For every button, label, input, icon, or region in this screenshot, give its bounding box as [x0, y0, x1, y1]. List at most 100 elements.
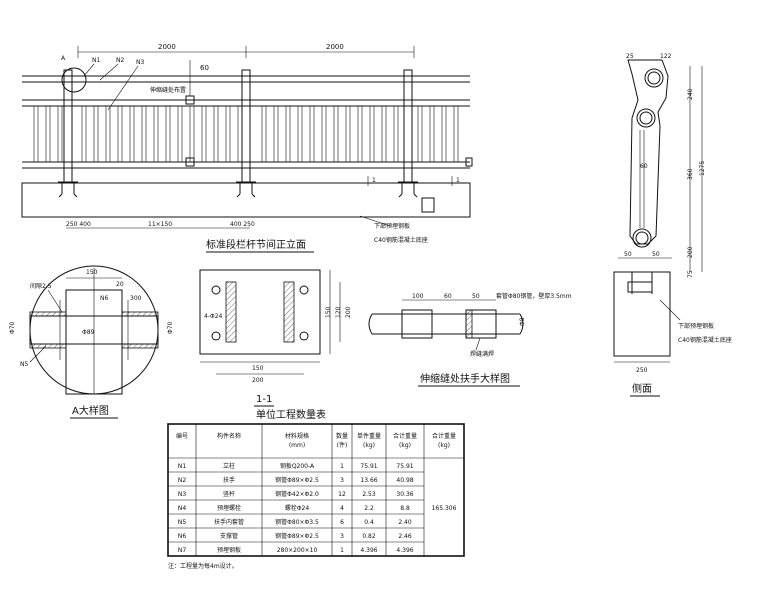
table-cell: N4 [178, 505, 186, 512]
table-cell: 280×200×10 [277, 547, 318, 554]
baluster [57, 105, 63, 163]
detail-a-title: A大样图 [72, 404, 109, 417]
side-dim-25: 25 [626, 53, 634, 60]
baluster [141, 105, 147, 163]
table-cell: 2.53 [362, 491, 376, 498]
note-plate: 下部预埋钢板 [374, 222, 410, 230]
table-header-cell: (mm) [289, 442, 305, 449]
table-cell: 4 [340, 505, 344, 512]
dim-bottom-mid: 11×150 [148, 221, 172, 228]
baluster [81, 105, 87, 163]
baluster [381, 105, 387, 163]
table-cell: 支撑管 [220, 532, 238, 540]
baluster [165, 105, 171, 163]
table-cell: 4.396 [396, 547, 413, 554]
baluster [201, 105, 207, 163]
table-cell: 螺栓Φ24 [285, 504, 310, 512]
baluster [357, 105, 363, 163]
table-cell: 竖杆 [223, 490, 235, 498]
table-cell: N3 [178, 491, 186, 498]
front-view: 2000 2000 60 伸缩缝处布置 A N1 [21, 43, 473, 253]
table-cell: 30.36 [396, 491, 413, 498]
detail-a-n6: N6 [100, 295, 108, 302]
baluster [45, 105, 51, 163]
expansion-detail: 100 60 50 套管Φ80钢管，壁厚3.5mm 焊缝满焊 Φ8 伸缩缝处扶手… [368, 292, 572, 387]
label-a: A [61, 55, 66, 62]
table-cell: 1 [340, 547, 344, 554]
table-cell: 钢管Φ80×Φ3.5 [275, 518, 319, 526]
table-cell: 0.82 [362, 533, 376, 540]
table-header-cell: 数量 [336, 432, 348, 440]
table-header-cell: (kg) [363, 442, 375, 449]
baluster [345, 105, 351, 163]
table-cell: 12 [338, 491, 346, 498]
detail-a-note-gap: 间隙2.5 [30, 282, 52, 290]
exp-dim-50: 50 [472, 293, 480, 300]
dim-2000-right: 2000 [326, 43, 344, 51]
baluster [33, 105, 39, 163]
section-1-1: 4-Φ24 150 200 150 120 200 1-1 [199, 269, 352, 407]
side-post-outline [627, 59, 669, 245]
baluster [441, 105, 447, 163]
table-header-cell: 合计重量 [393, 432, 417, 440]
baluster [93, 105, 99, 163]
table-cell: N6 [178, 533, 186, 540]
table-header-cell: 构件名称 [217, 432, 241, 440]
dim-bottom-right: 400 250 [230, 221, 255, 228]
baluster [177, 105, 183, 163]
table-header-cell: 编号 [176, 432, 188, 440]
section-dim-200v: 200 [345, 306, 352, 318]
exp-dim-60: 60 [444, 293, 452, 300]
table-cell: 2.46 [398, 533, 412, 540]
baluster [369, 105, 375, 163]
detail-a-phi70-right: Φ70 [167, 321, 174, 334]
balusters [33, 105, 459, 163]
side-dim-240: 240 [687, 88, 694, 100]
baluster [393, 105, 399, 163]
exp-note-weld: 焊缝满焊 [470, 350, 494, 358]
label-60: 60 [200, 64, 209, 72]
baluster [189, 105, 195, 163]
post-right [403, 69, 413, 183]
table-cell: 钢板Q200-A [280, 462, 315, 470]
baluster [453, 105, 459, 163]
exp-note-pipe: 套管Φ80钢管，壁厚3.5mm [496, 292, 572, 300]
baluster [237, 105, 243, 163]
detail-a-n5: N5 [20, 361, 28, 368]
baluster [333, 105, 339, 163]
post-middle [241, 69, 251, 183]
table-cell: 8.8 [400, 505, 410, 512]
dim-bottom-left: 250 400 [66, 221, 91, 228]
baluster [417, 105, 423, 163]
table-cell: N5 [178, 519, 186, 526]
table-cell: 预埋钢板 [217, 546, 241, 554]
table-cell: N1 [178, 463, 186, 470]
baluster [261, 105, 267, 163]
section-dim-150v: 150 [325, 306, 332, 318]
baluster [273, 105, 279, 163]
section-dim-150: 150 [252, 365, 264, 372]
baluster [117, 105, 123, 163]
table-total-cell: 165.306 [432, 505, 457, 512]
table-cell: 钢管Φ42×Φ2.0 [275, 490, 319, 498]
baluster [297, 105, 303, 163]
note-concrete: C40钢筋混凝土底座 [374, 236, 428, 244]
side-note-concrete: C40钢筋混凝土底座 [678, 336, 732, 344]
table-header-cell: 单件重量 [357, 432, 381, 440]
table-cell: 75.91 [396, 463, 413, 470]
table-cell: 6 [340, 519, 344, 526]
table-cell: N7 [178, 547, 186, 554]
baluster [309, 105, 315, 163]
table-cell: 1 [340, 463, 344, 470]
table-cell: 3 [340, 477, 344, 484]
table-cell: 扶手 [223, 476, 235, 484]
label-n3: N3 [136, 59, 144, 66]
section-title: 1-1 [256, 394, 272, 405]
section-mark-left: 1 [372, 177, 376, 184]
section-mark-right: 1 [456, 177, 460, 184]
table-cell: 2.2 [364, 505, 374, 512]
side-concrete-base [613, 271, 671, 357]
detail-a-dim-300: 300 [130, 295, 142, 302]
side-view-title: 侧面 [632, 382, 652, 395]
